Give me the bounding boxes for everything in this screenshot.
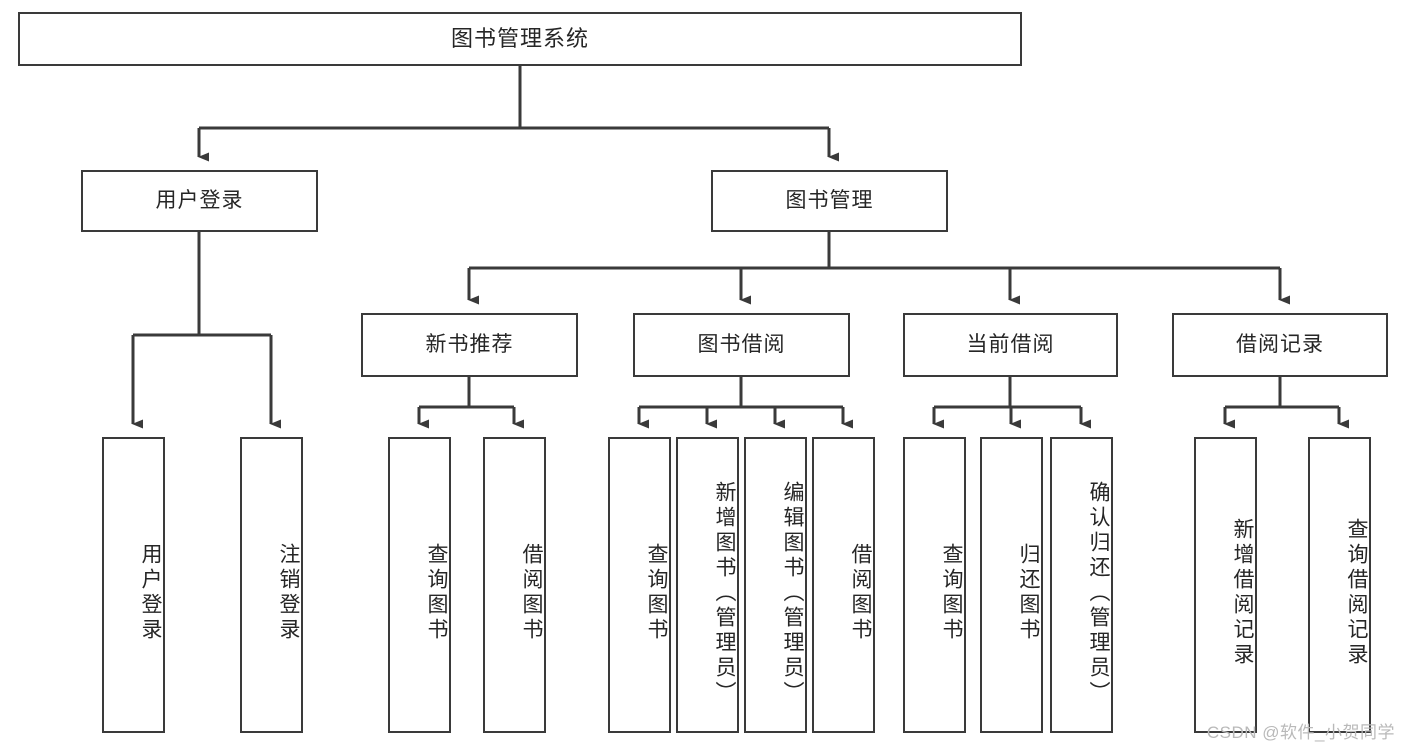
node-leaf-return-book[interactable]: 归还图书 bbox=[980, 437, 1043, 733]
node-label: 借阅记录 bbox=[1236, 333, 1324, 357]
node-label: 查询借阅记录 bbox=[1345, 518, 1368, 668]
node-new-book-recommend[interactable]: 新书推荐 bbox=[361, 313, 578, 377]
node-label: 查询图书 bbox=[940, 543, 963, 643]
node-label: 归还图书 bbox=[1017, 543, 1040, 643]
node-leaf-add-book-admin[interactable]: 新增图书（管理员） bbox=[676, 437, 739, 733]
node-label: 借阅图书 bbox=[520, 543, 543, 643]
node-label: 确认归还（管理员） bbox=[1087, 480, 1110, 706]
node-leaf-user-login[interactable]: 用户登录 bbox=[102, 437, 165, 733]
node-label: 查询图书 bbox=[645, 543, 668, 643]
node-label: 图书管理系统 bbox=[450, 25, 589, 51]
node-book-management[interactable]: 图书管理 bbox=[711, 170, 948, 232]
csdn-watermark: CSDN @软件_小贺同学 bbox=[1206, 723, 1395, 742]
node-leaf-add-borrow-record[interactable]: 新增借阅记录 bbox=[1194, 437, 1257, 733]
node-label: 新增借阅记录 bbox=[1231, 518, 1254, 668]
node-leaf-borrow-book-borrow[interactable]: 借阅图书 bbox=[812, 437, 875, 733]
node-leaf-query-book-current[interactable]: 查询图书 bbox=[903, 437, 966, 733]
node-label: 用户登录 bbox=[155, 189, 244, 213]
node-borrow-record[interactable]: 借阅记录 bbox=[1172, 313, 1388, 377]
node-label: 新增图书（管理员） bbox=[713, 480, 736, 706]
node-label: 编辑图书（管理员） bbox=[781, 480, 804, 706]
node-user-login[interactable]: 用户登录 bbox=[81, 170, 318, 232]
node-leaf-query-book-recommend[interactable]: 查询图书 bbox=[388, 437, 451, 733]
node-current-borrow[interactable]: 当前借阅 bbox=[903, 313, 1118, 377]
node-label: 图书管理 bbox=[785, 189, 874, 213]
node-label: 注销登录 bbox=[277, 543, 300, 643]
node-root-book-management-system[interactable]: 图书管理系统 bbox=[18, 12, 1022, 66]
node-label: 借阅图书 bbox=[849, 543, 872, 643]
node-book-borrow[interactable]: 图书借阅 bbox=[633, 313, 850, 377]
node-leaf-borrow-book-recommend[interactable]: 借阅图书 bbox=[483, 437, 546, 733]
node-label: 用户登录 bbox=[139, 543, 162, 643]
node-leaf-logout-login[interactable]: 注销登录 bbox=[240, 437, 303, 733]
node-label: 查询图书 bbox=[425, 543, 448, 643]
node-leaf-confirm-return-admin[interactable]: 确认归还（管理员） bbox=[1050, 437, 1113, 733]
node-leaf-query-borrow-record[interactable]: 查询借阅记录 bbox=[1308, 437, 1371, 733]
node-label: 图书借阅 bbox=[697, 333, 786, 357]
node-leaf-query-book-borrow[interactable]: 查询图书 bbox=[608, 437, 671, 733]
node-leaf-edit-book-admin[interactable]: 编辑图书（管理员） bbox=[744, 437, 807, 733]
node-label: 当前借阅 bbox=[966, 333, 1055, 357]
node-label: 新书推荐 bbox=[425, 333, 514, 357]
